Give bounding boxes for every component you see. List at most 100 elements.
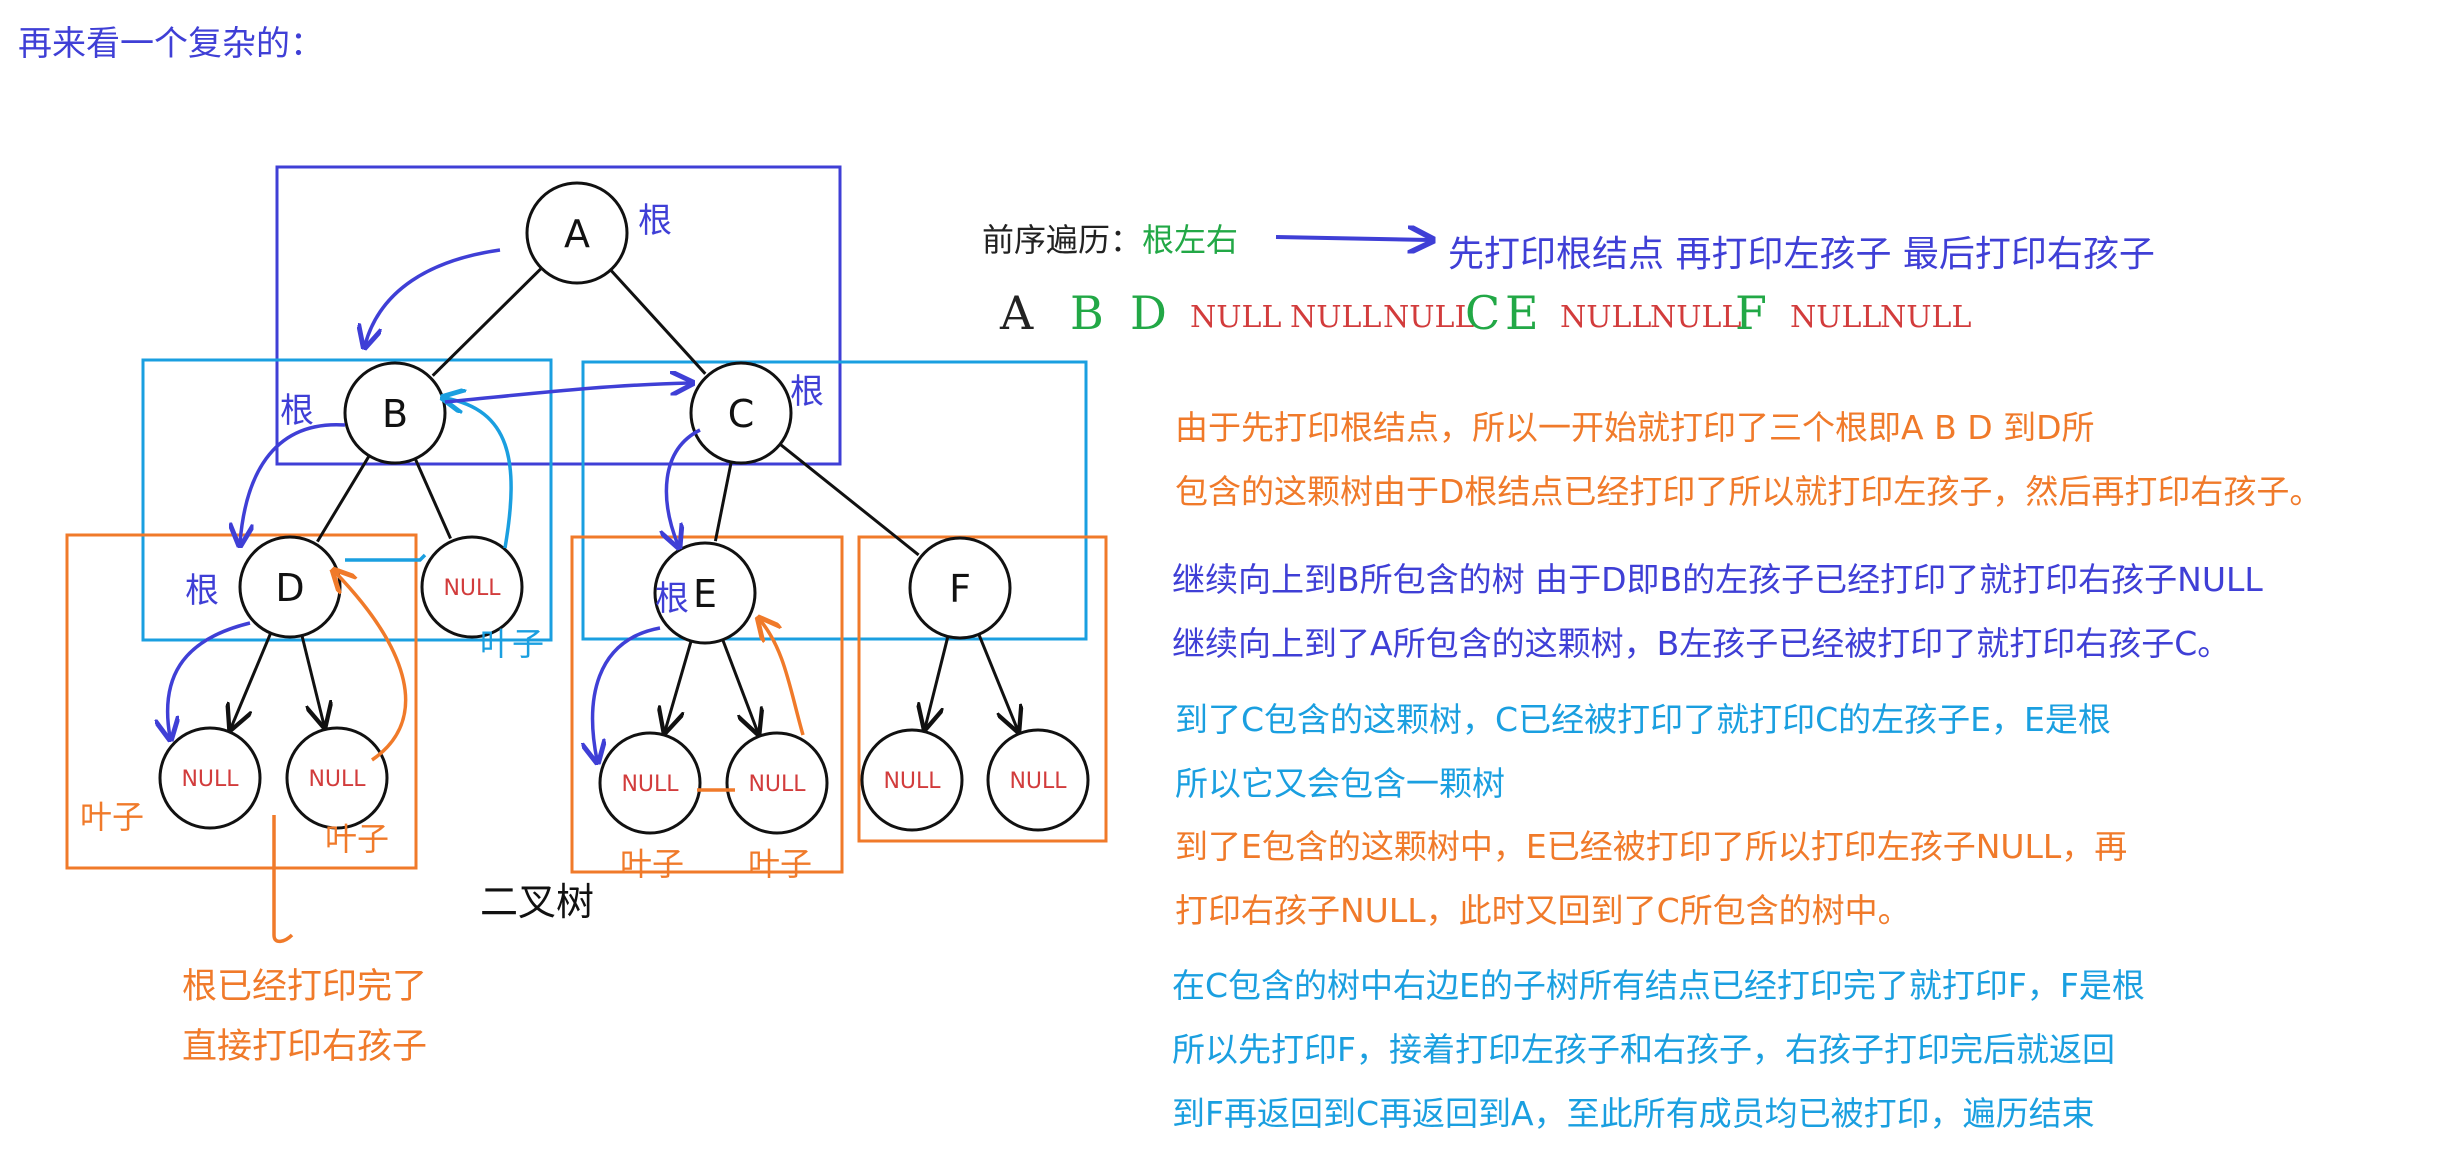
subtree-box-c (581, 360, 1088, 641)
leaf-label-e-left: 叶子 (620, 845, 684, 883)
root-label-a: 根 (638, 201, 672, 241)
explanation-p1: 由于先打印根结点，所以一开始就打印了三个根即A B D 到D所 包含的这颗树由于… (1175, 396, 2322, 524)
arrow-bnull-to-b (445, 398, 513, 549)
subtree-box-e (570, 535, 844, 874)
explanation-line: 在C包含的树中右边E的子树所有结点已经打印完了就打印F，F是根 (1172, 966, 2145, 1005)
tree-node-circle (860, 728, 964, 832)
tree-node-B: B (343, 361, 447, 465)
sequence-item: NULL (1383, 300, 1475, 335)
arrow-e-to-leftnull (593, 626, 661, 760)
tree-node-label: NULL (181, 767, 239, 792)
tree-edge-D-n3 (300, 635, 324, 727)
explanation-line: 由于先打印根结点，所以一开始就打印了三个根即A B D 到D所 (1175, 408, 2095, 447)
tree-node-circle (598, 731, 702, 835)
arrow-d-to-bnull (345, 553, 427, 562)
tree-node-D: D (238, 535, 342, 639)
tree-node-label: A (564, 212, 590, 256)
arrow-rightnull-to-d (335, 572, 408, 762)
tree-node-n3: NULL (285, 726, 389, 830)
tree-note-line-1: 根已经打印完了 (182, 967, 427, 1007)
traversal-label-order: 根左右 (1142, 221, 1239, 259)
sequence-item: NULL (1650, 300, 1742, 335)
tree-edge-E-n4 (665, 640, 693, 732)
arrow-b-to-c (444, 383, 690, 404)
tree-node-label: NULL (1009, 769, 1067, 794)
explanation-line: 打印右孩子NULL，此时又回到了C所包含的树中。 (1175, 891, 1911, 930)
sequence-item: NULL (1190, 300, 1282, 335)
tree-node-label: C (728, 392, 755, 436)
arrow-label-right (1275, 237, 1430, 240)
arrow-d-to-leftnull (168, 621, 251, 737)
tree-node-n6: NULL (860, 728, 964, 832)
tree-edge-F-n6 (925, 636, 950, 729)
explanation-p4: 到了E包含的这颗树中，E已经被打印了所以打印左孩子NULL，再 打印右孩子NUL… (1175, 815, 2127, 943)
sequence-item: E (1505, 286, 1539, 340)
tree-node-n5: NULL (725, 731, 829, 835)
explanation-line: 包含的这颗树由于D根结点已经打印了所以就打印左孩子，然后再打印右孩子。 (1175, 472, 2323, 511)
tree-node-label: B (382, 392, 408, 436)
traversal-description: 先打印根结点 再打印左孩子 最后打印右孩子 (1448, 234, 2155, 275)
root-label-e: 根 (655, 579, 689, 619)
traversal-label-prefix: 前序遍历： (982, 221, 1143, 259)
tree-edge-B-n1 (413, 458, 452, 540)
tree-nodes: A B C D E F NULL NULL NULL NULL NULL NULL NULL (158, 181, 1090, 835)
tree-node-F: F (908, 536, 1012, 640)
tree-node-circle (908, 536, 1012, 640)
tree-node-label: E (693, 572, 717, 616)
leaf-label-d-right: 叶子 (325, 820, 389, 858)
tree-node-label: NULL (883, 769, 941, 794)
tree-node-circle (420, 535, 524, 639)
sequence-item: B (1070, 286, 1104, 340)
sequence-item: D (1130, 286, 1167, 340)
tree-edge-E-n5 (721, 639, 759, 734)
tree-edges (230, 267, 1018, 734)
explanation-line: 所以它又会包含一颗树 (1175, 764, 1505, 803)
tree-node-E: E (653, 541, 757, 645)
tree-edge-C-E (713, 461, 733, 542)
arrow-b-to-d (240, 423, 346, 543)
tree-caption: 二叉树 (480, 880, 594, 924)
page-heading: 再来看一个复杂的： (18, 24, 324, 64)
sequence-item: NULL (1880, 300, 1972, 335)
subtree-box-f (857, 535, 1108, 843)
root-label-d: 根 (185, 571, 219, 611)
tree-node-n1: NULL (420, 535, 524, 639)
tree-edge-C-F (779, 443, 920, 557)
sequence-item: NULL (1560, 300, 1652, 335)
tree-node-label: NULL (308, 767, 366, 792)
explanation-line: 到了E包含的这颗树中，E已经被打印了所以打印左孩子NULL，再 (1175, 827, 2128, 866)
tree-node-n2: NULL (158, 726, 262, 830)
sequence-item: A (1000, 286, 1034, 340)
explanation-p2: 继续向上到B所包含的树 由于D即B的左孩子已经打印了就打印右孩子NULL 继续向… (1172, 548, 2263, 676)
tree-edge-F-n7 (977, 633, 1018, 731)
leaf-label-e-right: 叶子 (748, 845, 812, 883)
tree-note-line-2: 直接打印右孩子 (182, 1027, 427, 1067)
subtree-box-b (141, 358, 553, 642)
tree-edge-A-B (431, 267, 543, 377)
explanation-line: 到了C包含的这颗树，C已经被打印了就打印C的左孩子E，E是根 (1175, 700, 2111, 739)
tree-node-label: NULL (621, 772, 679, 797)
root-label-c: 根 (790, 372, 824, 412)
tree-node-circle (986, 728, 1090, 832)
tree-node-circle (653, 541, 757, 645)
sequence-item: F (1735, 286, 1767, 340)
tree-edge-A-C (609, 268, 707, 375)
tree-node-circle (689, 361, 793, 465)
explanation-line: 到F再返回到C再返回到A，至此所有成员均已被打印，遍历结束 (1172, 1094, 2095, 1133)
tree-edge-B-D (316, 455, 371, 543)
arrow-c-to-e (666, 428, 701, 545)
arrow-a-to-b (365, 248, 501, 345)
tree-node-label: D (275, 566, 304, 610)
tree-edge-D-n2 (230, 632, 273, 729)
traversal-label: 前序遍历：根左右 (982, 215, 1238, 261)
explanation-line: 继续向上到B所包含的树 由于D即B的左孩子已经打印了就打印右孩子NULL (1172, 560, 2263, 599)
explanation-p3: 到了C包含的这颗树，C已经被打印了就打印C的左孩子E，E是根 所以它又会包含一颗… (1175, 688, 2111, 816)
tree-node-label: NULL (748, 772, 806, 797)
leaf-label-d-left: 叶子 (80, 798, 144, 836)
explanation-p5: 在C包含的树中右边E的子树所有结点已经打印完了就打印F，F是根 所以先打印F，接… (1172, 954, 2145, 1146)
explanation-line: 所以先打印F，接着打印左孩子和右孩子，右孩子打印完后就返回 (1172, 1030, 2115, 1069)
arrow-rightnull-to-e (760, 620, 805, 736)
subtree-box-a (275, 165, 842, 466)
tree-node-C: C (689, 361, 793, 465)
